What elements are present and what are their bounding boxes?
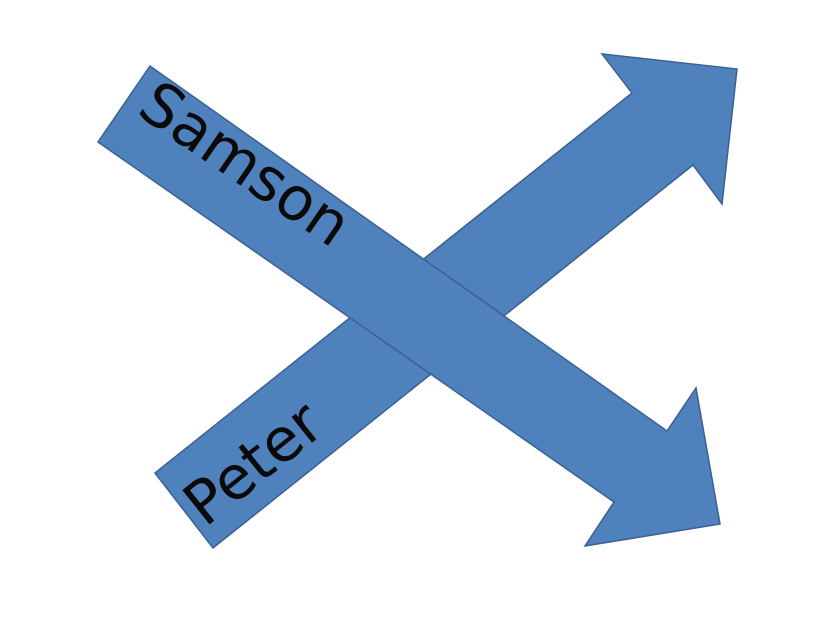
- samson-arrow-shape: [96, 64, 721, 548]
